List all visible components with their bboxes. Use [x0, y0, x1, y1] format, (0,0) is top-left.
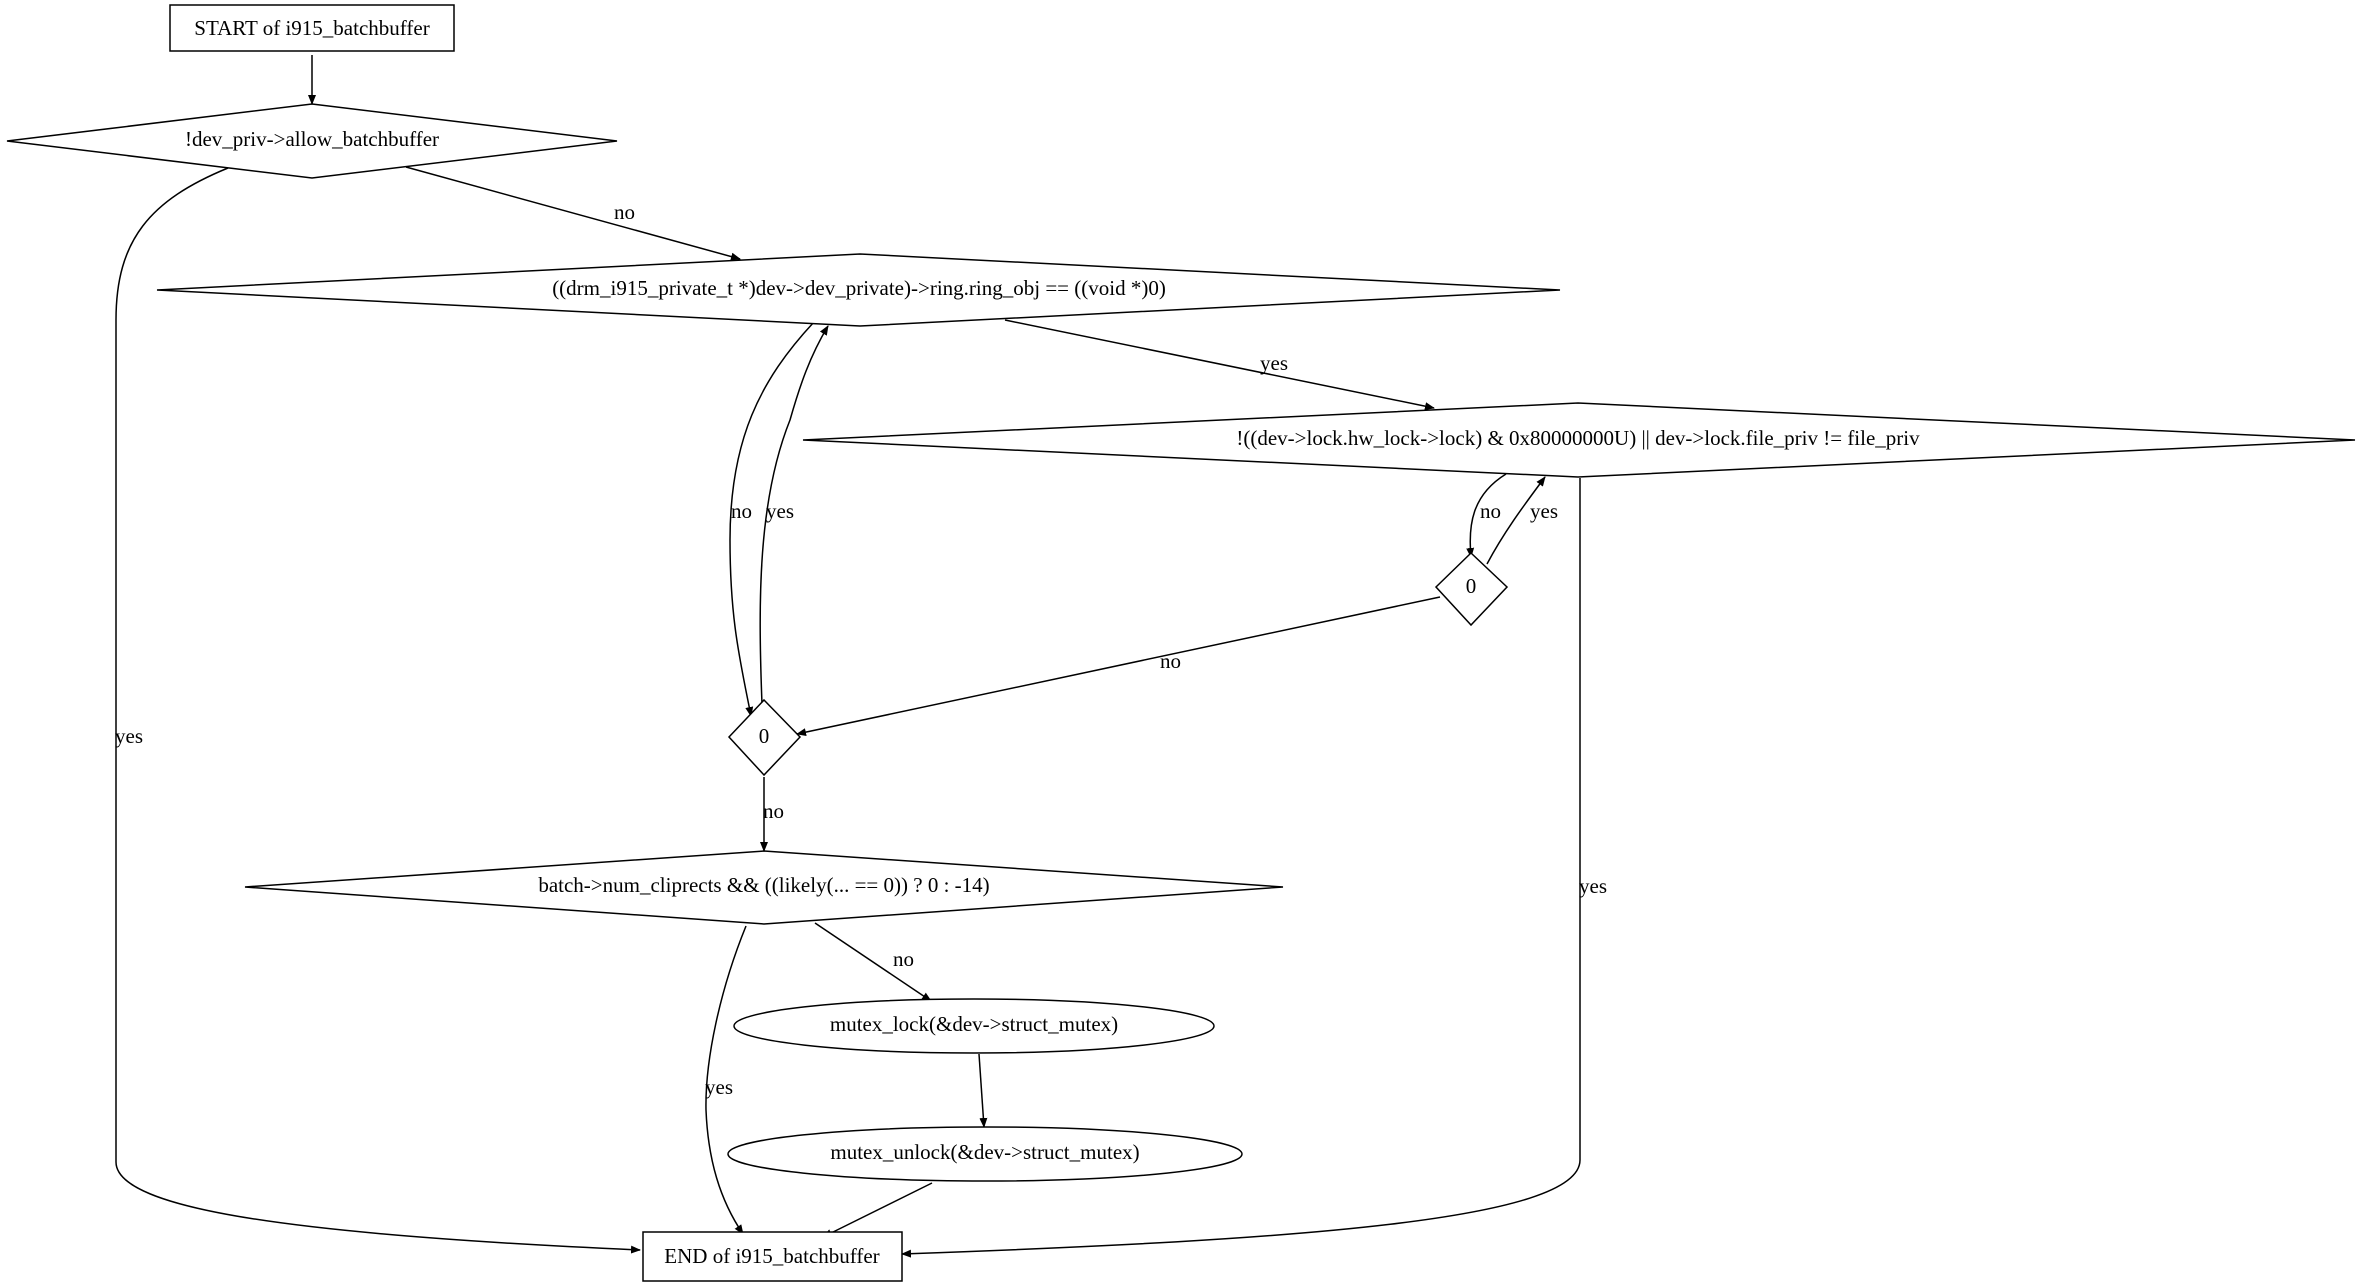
- node-start-label: START of i915_batchbuffer: [194, 16, 429, 40]
- edge-zero-left-yes: [759, 325, 829, 705]
- node-mutex-unlock: mutex_unlock(&dev->struct_mutex): [727, 1126, 1243, 1182]
- edge-label-allow-yes: yes: [115, 724, 143, 748]
- edge-ring-yes: [1004, 319, 1435, 411]
- edge-label-lock-no: no: [1480, 499, 1501, 523]
- node-mutex-lock-label: mutex_lock(&dev->struct_mutex): [830, 1012, 1118, 1036]
- node-zero-left-label: 0: [759, 724, 770, 748]
- edge-unlock-to-end: [822, 1182, 933, 1238]
- edge-cliprects-no: [814, 922, 932, 1002]
- edge-lock-no: [1466, 473, 1507, 558]
- node-ring-check: ((drm_i915_private_t *)dev->dev_private)…: [156, 253, 1561, 327]
- node-lock-check: !((dev->lock.hw_lock->lock) & 0x80000000…: [802, 402, 2356, 478]
- edge-label-zero-left-yes: yes: [766, 499, 794, 523]
- edge-allow-no: [405, 166, 741, 261]
- edge-label-zero-right-no: no: [1160, 649, 1181, 673]
- node-zero-left: 0: [727, 698, 802, 777]
- edge-ring-no: [729, 321, 815, 717]
- edge-allow-yes: [115, 167, 641, 1254]
- edges: no yes yes no yes no yes no yes no no ye…: [115, 55, 1607, 1258]
- node-zero-right: 0: [1434, 551, 1509, 627]
- edge-lock-yes: [901, 478, 1581, 1258]
- node-mutex-lock: mutex_lock(&dev->struct_mutex): [733, 998, 1215, 1054]
- node-cliprects-check: batch->num_cliprects && ((likely(... == …: [244, 850, 1284, 925]
- node-cliprects-check-label: batch->num_cliprects && ((likely(... == …: [538, 873, 989, 897]
- node-allow-check-label: !dev_priv->allow_batchbuffer: [185, 127, 439, 151]
- node-start: START of i915_batchbuffer: [169, 4, 455, 52]
- edge-zero-right-no: [796, 596, 1441, 737]
- node-ring-check-label: ((drm_i915_private_t *)dev->dev_private)…: [552, 276, 1166, 300]
- edge-label-zero-right-yes: yes: [1530, 499, 1558, 523]
- node-mutex-unlock-label: mutex_unlock(&dev->struct_mutex): [830, 1140, 1139, 1164]
- edge-label-cliprects-yes: yes: [705, 1075, 733, 1099]
- edge-label-allow-no: no: [614, 200, 635, 224]
- node-end: END of i915_batchbuffer: [642, 1231, 903, 1282]
- edge-label-cliprects-no: no: [893, 947, 914, 971]
- edge-lock-to-unlock: [978, 1053, 988, 1128]
- edge-label-zero-left-no: no: [763, 799, 784, 823]
- node-allow-check: !dev_priv->allow_batchbuffer: [6, 103, 618, 179]
- edge-zero-right-yes: [1486, 476, 1546, 565]
- edge-cliprects-yes: [705, 925, 747, 1235]
- node-zero-right-label: 0: [1466, 574, 1477, 598]
- edge-label-ring-no: no: [731, 499, 752, 523]
- edge-label-ring-yes: yes: [1260, 351, 1288, 375]
- edge-label-lock-yes: yes: [1579, 874, 1607, 898]
- node-lock-check-label: !((dev->lock.hw_lock->lock) & 0x80000000…: [1236, 426, 1920, 450]
- node-end-label: END of i915_batchbuffer: [664, 1244, 879, 1268]
